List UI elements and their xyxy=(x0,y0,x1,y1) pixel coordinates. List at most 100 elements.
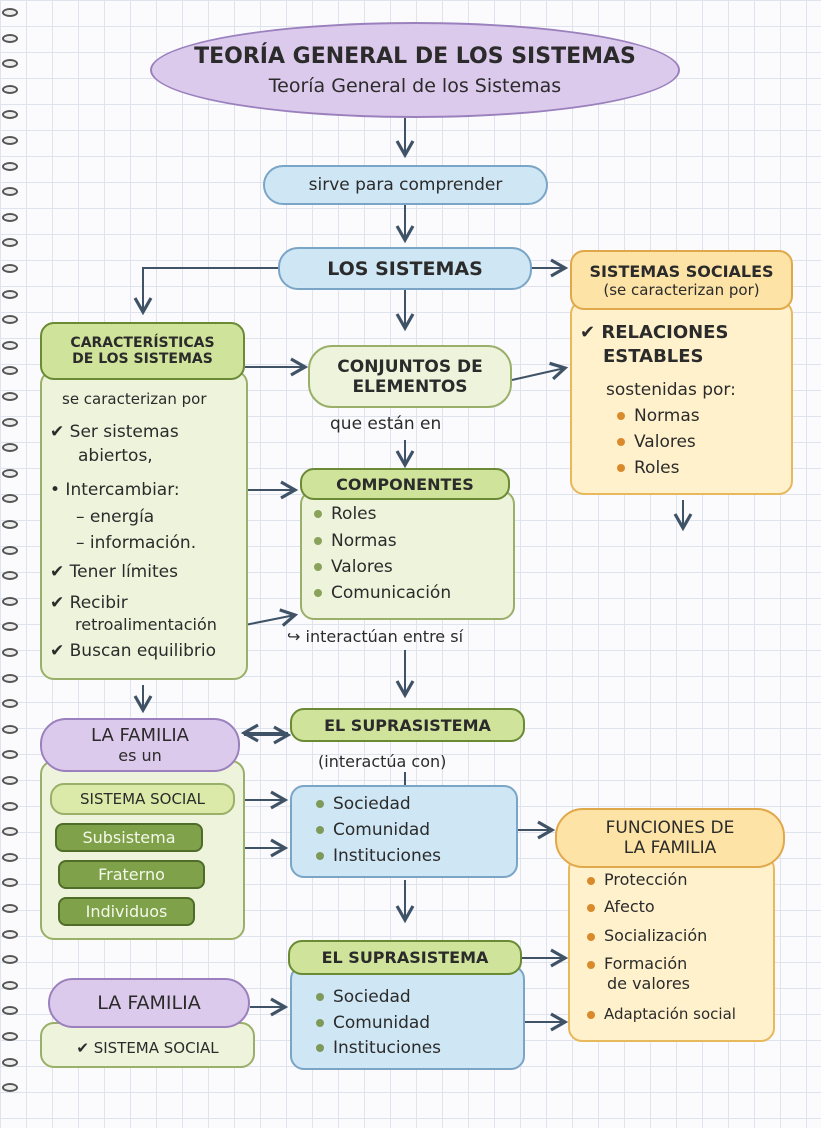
bullet-icon xyxy=(587,960,595,969)
interacts-with-label: (interactúa con) xyxy=(318,752,447,771)
spiral-ring xyxy=(2,596,18,606)
spiral-ring xyxy=(2,571,18,581)
social-item: Roles xyxy=(617,458,680,478)
spiral-ring xyxy=(2,59,18,69)
spiral-ring xyxy=(2,1032,18,1041)
bullet-icon xyxy=(314,510,322,518)
functions-panel xyxy=(568,855,775,1042)
characteristics-intro: se caracterizan por xyxy=(62,390,207,408)
spiral-ring xyxy=(2,929,18,939)
bullet-icon xyxy=(587,876,595,885)
bullet-icon xyxy=(587,903,595,912)
subsystem-pill: Individuos xyxy=(58,897,195,926)
item-text: Instituciones xyxy=(333,1038,442,1058)
relations-label-2: ESTABLES xyxy=(603,346,704,367)
bullet-icon xyxy=(587,932,595,941)
bullet-icon xyxy=(314,537,322,545)
spiral-ring xyxy=(2,776,18,785)
components-header: COMPONENTES xyxy=(300,468,510,500)
social-item: Normas xyxy=(617,406,700,426)
social-item: Valores xyxy=(617,432,696,452)
sets-line-1: CONJUNTOS DE xyxy=(337,356,483,377)
characteristics-header: CARACTERÍSTICAS DE LOS SISTEMAS xyxy=(40,322,245,380)
spiral-ring xyxy=(2,161,18,171)
item-text: abiertos, xyxy=(78,446,153,466)
spiral-ring xyxy=(2,904,18,913)
family-sub: es un xyxy=(118,746,162,765)
item-text: Roles xyxy=(634,458,680,478)
arrow xyxy=(133,267,278,316)
item-text: Valores xyxy=(331,557,393,577)
item-text: Sociedad xyxy=(333,987,411,1007)
bullet-icon xyxy=(316,800,324,808)
spiral-ring xyxy=(2,84,18,94)
component-item: Normas xyxy=(314,531,397,551)
item-text: • Intercambiar: xyxy=(50,480,180,500)
spiral-ring xyxy=(2,520,18,529)
item-text: Roles xyxy=(331,504,377,524)
bullet-icon xyxy=(617,464,625,472)
characteristics-title: CARACTERÍSTICAS xyxy=(70,335,215,351)
item-text: Comunidad xyxy=(333,1013,431,1033)
item-text: Comunidad xyxy=(333,820,431,840)
item-text: Valores xyxy=(634,432,696,452)
spiral-ring xyxy=(2,110,18,120)
spiral-ring xyxy=(2,699,18,709)
spiral-ring xyxy=(2,827,18,837)
spiral-ring xyxy=(2,212,18,222)
characteristic-item: ✔ Tener límites xyxy=(50,562,178,582)
spiral-ring xyxy=(2,878,18,888)
spiral-ring xyxy=(2,468,18,478)
suprasystem-2-item: Comunidad xyxy=(316,1013,430,1033)
item-text: ✔ Ser sistemas xyxy=(50,422,179,442)
characteristic-item: ✔ Recibir xyxy=(50,593,128,613)
spiral-ring xyxy=(2,852,18,862)
function-item: Adaptación social xyxy=(587,1005,736,1023)
component-item: Valores xyxy=(314,557,393,577)
are-in-label: que están en xyxy=(330,414,442,434)
spiral-ring xyxy=(2,980,18,990)
spiral-ring xyxy=(2,545,18,555)
spiral-ring xyxy=(2,622,18,632)
bullet-icon xyxy=(316,1019,324,1027)
item-text: – energía xyxy=(76,507,155,527)
social-systems-subtitle: (se caracterizan por) xyxy=(603,280,760,299)
bullet-icon xyxy=(316,826,324,834)
item-text: Sociedad xyxy=(333,794,411,814)
bullet-icon xyxy=(316,852,324,860)
function-item: de valores xyxy=(607,974,690,993)
item-text: Formación xyxy=(604,954,688,973)
spiral-ring xyxy=(2,136,18,145)
bullet-icon xyxy=(617,412,625,420)
functions-title: FUNCIONES DE xyxy=(605,818,735,838)
arrow xyxy=(511,361,569,381)
spiral-ring xyxy=(2,340,18,350)
social-systems-title: SISTEMAS SOCIALES xyxy=(589,261,774,281)
item-text: Adaptación social xyxy=(604,1005,736,1023)
item-text: Socialización xyxy=(604,926,708,945)
bullet-icon xyxy=(587,1010,595,1019)
spiral-ring xyxy=(2,289,18,299)
spiral-ring xyxy=(2,8,18,17)
item-text: Afecto xyxy=(604,897,655,916)
suprasystem-2-item: Sociedad xyxy=(316,987,411,1007)
spiral-ring xyxy=(2,443,18,453)
item-text: Normas xyxy=(634,406,700,426)
characteristic-item: ✔ Buscan equilibrio xyxy=(50,641,216,661)
spiral-ring xyxy=(2,955,18,965)
spiral-ring xyxy=(2,1006,18,1016)
characteristic-item: – energía xyxy=(76,507,154,527)
suprasystem-item: Sociedad xyxy=(316,794,411,814)
spiral-ring xyxy=(2,315,18,325)
family-2-cloud: LA FAMILIA xyxy=(48,978,250,1028)
spiral-ring xyxy=(2,750,18,760)
spiral-ring xyxy=(2,392,18,401)
serves-pill: sirve para comprender xyxy=(263,165,548,205)
spiral-ring xyxy=(2,264,18,273)
bullet-icon xyxy=(316,1044,324,1052)
spiral-ring xyxy=(2,494,18,504)
social-system-pill: SISTEMA SOCIAL xyxy=(50,783,235,815)
suprasystem-item: Instituciones xyxy=(316,846,441,866)
